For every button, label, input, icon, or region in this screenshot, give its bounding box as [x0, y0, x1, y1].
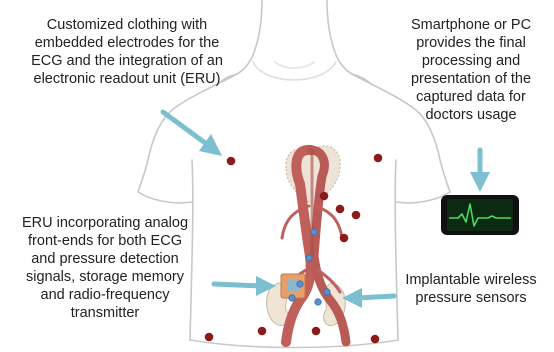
arrow-eru: [214, 276, 276, 296]
clothing-label-line: embedded electrodes for the: [35, 35, 220, 51]
eru-label-line: signals, storage memory: [26, 269, 184, 285]
eru-label-line: ERU incorporating analog: [22, 215, 188, 231]
smartphone-label-line: presentation of the: [411, 71, 531, 87]
smartphone-label-line: provides the final: [416, 35, 526, 51]
electrode: [371, 335, 380, 344]
clothing-label-line: Customized clothing with: [47, 17, 207, 33]
eru-label: ERU incorporating analog front-ends for b…: [0, 214, 210, 322]
electrode: [374, 154, 383, 163]
clothing-label: Customized clothing with embedded electro…: [2, 16, 252, 88]
smartphone-icon: [441, 195, 519, 235]
electrode: [320, 192, 329, 201]
pressure-sensor: [306, 255, 312, 261]
sensors-label-line: pressure sensors: [415, 290, 526, 306]
smartphone-label-line: doctors usage: [425, 107, 516, 123]
pressure-sensor: [289, 295, 295, 301]
clothing-label-line: ECG and the integration of an: [31, 53, 223, 69]
smartphone-label: Smartphone or PC provides the final proces…: [388, 16, 554, 124]
sensors-label-line: Implantable wireless: [405, 272, 536, 288]
smartphone-label-line: Smartphone or PC: [411, 17, 531, 33]
arrow-phone: [470, 150, 490, 192]
electrode: [336, 205, 345, 214]
pressure-sensor: [311, 229, 317, 235]
pressure-sensor: [324, 289, 330, 295]
clothing-label-line: electronic readout unit (ERU): [34, 71, 221, 87]
arrow-sensors: [342, 288, 394, 308]
arrow-clothing: [163, 112, 222, 156]
eru-label-line: and pressure detection: [31, 251, 179, 267]
eru-label-line: and radio-frequency: [41, 287, 170, 303]
eru-label-line: front-ends for both ECG: [28, 233, 182, 249]
sensors-label: Implantable wireless pressure sensors: [388, 271, 554, 307]
pressure-sensor: [315, 299, 321, 305]
electrode: [205, 333, 214, 342]
pressure-sensor: [297, 281, 303, 287]
electrode: [227, 157, 236, 166]
electrode: [352, 211, 361, 220]
electrode: [258, 327, 267, 336]
electrode: [312, 327, 321, 336]
eru-label-line: transmitter: [71, 305, 140, 321]
electrode: [340, 234, 349, 243]
smartphone-label-line: processing and: [422, 53, 520, 69]
smartphone-label-line: captured data for: [416, 89, 526, 105]
